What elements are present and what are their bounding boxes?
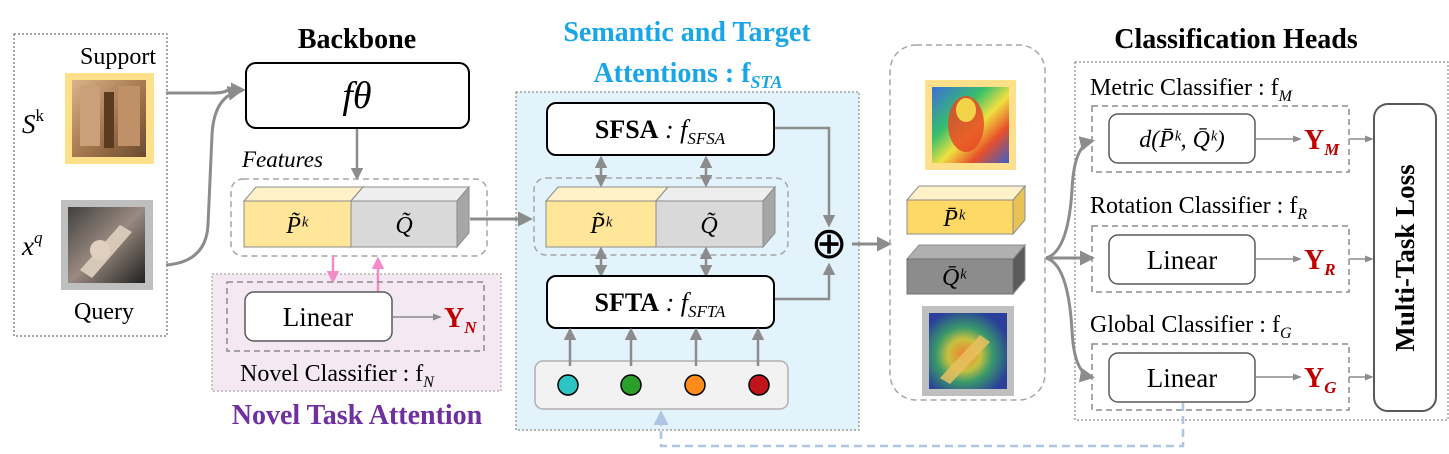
output-p-bar-block xyxy=(905,184,1027,236)
metric-fn-box xyxy=(1108,113,1256,164)
sfta-label: SFTA : fSFTA xyxy=(595,288,726,321)
sta-title-line2: Attentions : fSTA xyxy=(593,58,782,92)
novel-linear-box xyxy=(244,291,393,342)
metric-fn-label: d(P̄ᵏ, Q̄ᵏ) xyxy=(1139,127,1224,153)
sta-feature-q-label: Q̃ xyxy=(700,212,717,239)
attention-map-support-icon xyxy=(932,87,1009,163)
rotation-fn-box xyxy=(1108,234,1256,285)
sfta-to-oplus-arrow xyxy=(775,262,836,301)
sfsa-box xyxy=(546,102,775,156)
global-fn-box xyxy=(1108,352,1256,403)
novel-inner-dashed xyxy=(226,281,485,352)
heads-title: Classification Heads xyxy=(1114,24,1358,55)
novel-title: Novel Task Attention xyxy=(232,400,483,431)
output-group xyxy=(889,44,1046,401)
sta-feature-p-label: P̃ᵏ xyxy=(589,212,613,239)
rotation-classifier-label: Rotation Classifier : fR xyxy=(1090,193,1307,223)
token-dot-green xyxy=(620,374,642,396)
support-label: Support xyxy=(80,44,156,70)
token-bar xyxy=(534,360,789,410)
support-image-icon xyxy=(72,80,146,157)
global-output: YG xyxy=(1304,363,1337,397)
query-var: xq xyxy=(21,228,43,261)
query-image-icon xyxy=(68,207,145,283)
attention-map-query-icon xyxy=(929,313,1007,389)
oplus-icon: ⊕ xyxy=(811,218,848,269)
novel-output: YN xyxy=(444,303,477,337)
input-panel xyxy=(13,33,168,337)
multitask-loss-label: Multi-Task Loss xyxy=(1390,164,1420,351)
output-q-bar-block xyxy=(905,243,1027,296)
sta-title-line1: Semantic and Target xyxy=(563,17,811,48)
heads-panel xyxy=(1074,61,1449,421)
sta-feature-q-block xyxy=(654,185,777,249)
feature-q-block xyxy=(349,185,471,249)
sta-features-group xyxy=(533,177,789,256)
token-dot-red xyxy=(748,374,770,396)
token-dot-orange xyxy=(684,374,706,396)
query-to-backbone-arrow xyxy=(165,85,243,267)
to-metric-arrow xyxy=(1045,136,1095,260)
features-group xyxy=(230,178,488,257)
output-q-bar-label: Q̄ᵏ xyxy=(942,265,967,291)
query-label: Query xyxy=(74,299,134,325)
sfta-box xyxy=(546,275,775,329)
sfsa-label: SFSA : fSFSA xyxy=(595,115,726,148)
features-label: Features xyxy=(241,147,323,172)
novel-classifier-label: Novel Classifier : fN xyxy=(240,361,435,391)
global-fn-label: Linear xyxy=(1147,363,1217,393)
novel-linear-label: Linear xyxy=(283,302,353,332)
output-p-bar-label: P̄ᵏ xyxy=(942,206,966,232)
token-dot-cyan xyxy=(557,374,579,396)
metric-output: YM xyxy=(1304,125,1340,159)
feature-q-label: Q̃ xyxy=(395,212,412,239)
backbone-function: fθ xyxy=(342,75,371,117)
sfsa-to-oplus-arrow xyxy=(775,126,836,228)
multitask-loss-box xyxy=(1373,103,1437,412)
feature-p-label: P̃ᵏ xyxy=(285,212,309,239)
rotation-fn-label: Linear xyxy=(1147,245,1217,275)
rotation-output: YR xyxy=(1304,245,1336,279)
metric-classifier-label: Metric Classifier : fM xyxy=(1090,75,1294,105)
to-global-arrow xyxy=(1045,256,1095,383)
backbone-box xyxy=(245,62,470,129)
global-feedback-arrow xyxy=(653,403,1185,448)
backbone-title: Backbone xyxy=(298,24,416,55)
support-var: Sk xyxy=(22,106,45,139)
global-classifier-label: Global Classifier : fG xyxy=(1090,312,1292,342)
